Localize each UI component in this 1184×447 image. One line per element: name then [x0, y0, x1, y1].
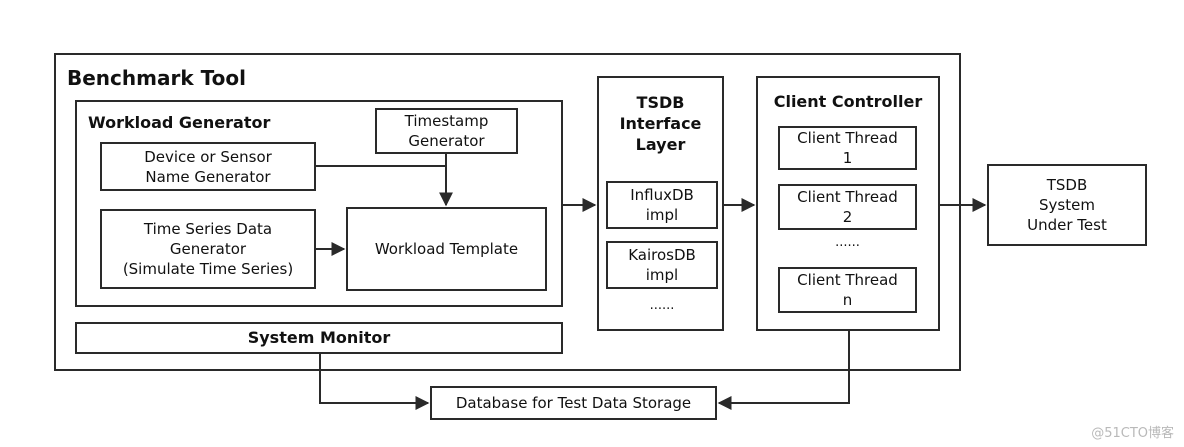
- arrow-monitor-to-database: [319, 354, 430, 410]
- client-thread-ellipsis: ......: [835, 235, 860, 250]
- client-thread-n-box: Client Thread n: [778, 267, 917, 313]
- workload-template-box: Workload Template: [346, 207, 547, 291]
- client-thread-1-box: Client Thread 1: [778, 126, 917, 170]
- workload-generator-title: Workload Generator: [88, 113, 271, 132]
- time-series-data-generator-box: Time Series Data Generator (Simulate Tim…: [100, 209, 316, 289]
- system-monitor-box: System Monitor: [75, 322, 563, 354]
- watermark-text: @51CTO博客: [1091, 426, 1174, 441]
- device-sensor-name-generator-box: Device or Sensor Name Generator: [100, 142, 316, 191]
- database-for-test-data-storage-box: Database for Test Data Storage: [430, 386, 717, 420]
- timestamp-generator-box: Timestamp Generator: [375, 108, 518, 154]
- benchmark-tool-title: Benchmark Tool: [67, 66, 246, 90]
- kairosdb-impl-box: KairosDB impl: [606, 241, 718, 289]
- interface-impl-ellipsis: ......: [649, 298, 675, 313]
- tsdb-system-under-test-box: TSDB System Under Test: [987, 164, 1147, 246]
- client-controller-title: Client Controller: [773, 92, 923, 111]
- client-thread-2-box: Client Thread 2: [778, 184, 917, 230]
- tsdb-interface-layer-title: TSDB Interface Layer: [619, 93, 702, 154]
- influxdb-impl-box: InfluxDB impl: [606, 181, 718, 229]
- arrow-controller-to-database: [717, 331, 850, 410]
